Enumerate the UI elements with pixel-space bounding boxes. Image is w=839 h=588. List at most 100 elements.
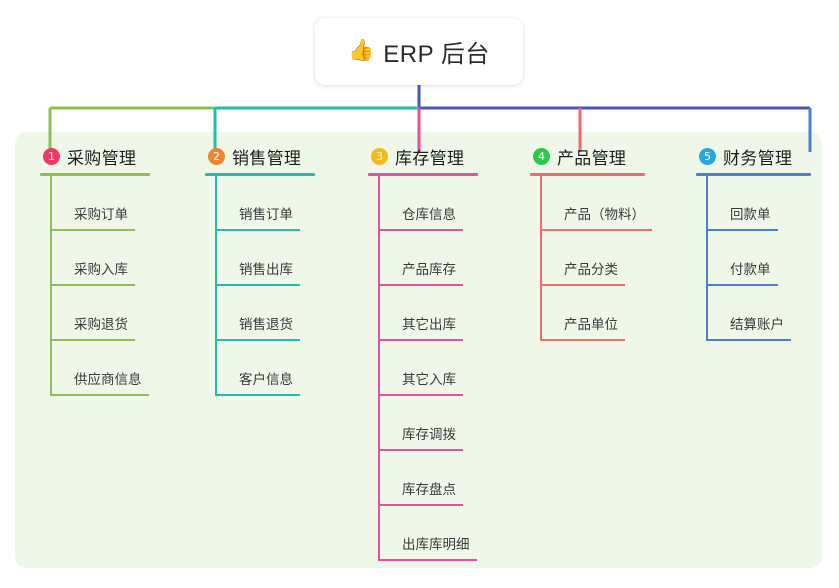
branch-title-1: 采购管理 [67, 148, 137, 168]
branch-header-4[interactable]: 4 产品管理 [530, 145, 645, 168]
leaf-item[interactable]: 销售订单 [205, 176, 315, 231]
leaf-item[interactable]: 仓库信息 [368, 176, 478, 231]
leaf-item-label: 销售退货 [239, 317, 293, 332]
branch-badge-5: 5 [699, 147, 716, 165]
leaf-item-rule [50, 284, 135, 286]
leaf-item[interactable]: 结算账户 [696, 286, 811, 341]
leaf-item[interactable]: 产品库存 [368, 231, 478, 286]
leaf-item-label: 付款单 [730, 262, 771, 277]
leaf-item-label: 供应商信息 [74, 372, 142, 387]
branch-items-1: 采购订单采购入库采购退货供应商信息 [40, 176, 150, 396]
branch-header-1[interactable]: 1 采购管理 [40, 145, 150, 168]
leaf-item-label: 销售出库 [239, 262, 293, 277]
leaf-item-label: 回款单 [730, 207, 771, 222]
branch-items-2: 销售订单销售出库销售退货客户信息 [205, 176, 315, 396]
leaf-item-label: 产品分类 [564, 262, 618, 277]
branch-spine-5 [706, 176, 708, 341]
thumbs-up-icon: 👍 [348, 39, 375, 62]
branch-badge-2: 2 [208, 147, 225, 165]
branch-badge-4: 4 [533, 147, 550, 165]
leaf-item-label: 产品单位 [564, 317, 618, 332]
leaf-item-rule [540, 284, 625, 286]
leaf-item-label: 采购订单 [74, 207, 128, 222]
leaf-item-rule [378, 229, 463, 231]
leaf-item-label: 仓库信息 [402, 207, 456, 222]
leaf-item[interactable]: 库存调拨 [368, 396, 478, 451]
leaf-item-label: 客户信息 [239, 372, 293, 387]
branch-badge-3: 3 [371, 147, 388, 165]
branch-rule-1 [40, 173, 150, 176]
leaf-item-label: 采购退货 [74, 317, 128, 332]
root-node-card[interactable]: 👍 ERP 后台 [315, 18, 523, 85]
branch-header-5[interactable]: 5 财务管理 [696, 145, 811, 168]
leaf-item[interactable]: 采购订单 [40, 176, 150, 231]
leaf-item-rule [50, 229, 135, 231]
leaf-item[interactable]: 采购退货 [40, 286, 150, 341]
leaf-item[interactable]: 销售出库 [205, 231, 315, 286]
branch-spine-4 [540, 176, 542, 341]
leaf-item-rule [706, 284, 778, 286]
root-node-content: 👍 ERP 后台 [348, 34, 490, 69]
leaf-item[interactable]: 采购入库 [40, 231, 150, 286]
leaf-item-rule [378, 504, 463, 506]
branch-title-4: 产品管理 [557, 148, 627, 168]
branch-rule-4 [530, 173, 645, 176]
leaf-item[interactable]: 产品分类 [530, 231, 645, 286]
leaf-item[interactable]: 销售退货 [205, 286, 315, 341]
leaf-item[interactable]: 出库库明细 [368, 506, 478, 561]
leaf-item-rule [706, 339, 791, 341]
branch-title-2: 销售管理 [232, 148, 302, 168]
leaf-item-rule [378, 394, 463, 396]
branch-spine-2 [215, 176, 217, 396]
branch-items-4: 产品（物料） 产品分类产品单位 [530, 176, 652, 341]
leaf-item-rule [378, 449, 463, 451]
leaf-item-label: 产品库存 [402, 262, 456, 277]
leaf-item[interactable]: 付款单 [696, 231, 811, 286]
leaf-item-rule [215, 394, 300, 396]
branch-items-5: 回款单付款单结算账户 [696, 176, 811, 341]
leaf-item-label: 产品（物料） [564, 207, 645, 222]
leaf-item-rule [706, 229, 778, 231]
leaf-item-rule [215, 339, 300, 341]
leaf-item-label: 结算账户 [730, 317, 784, 332]
branch-column-1: 1 采购管理采购订单采购入库采购退货供应商信息 [40, 145, 150, 396]
leaf-item-rule [540, 229, 652, 231]
leaf-item-label: 其它入库 [402, 372, 456, 387]
branch-column-2: 2 销售管理销售订单销售出库销售退货客户信息 [205, 145, 315, 396]
leaf-item[interactable]: 产品（物料） [530, 176, 652, 231]
branch-rule-2 [205, 173, 315, 176]
leaf-item[interactable]: 其它出库 [368, 286, 478, 341]
leaf-item[interactable]: 其它入库 [368, 341, 478, 396]
branch-rule-3 [368, 173, 478, 176]
leaf-item-label: 库存调拨 [402, 427, 456, 442]
branch-column-4: 4 产品管理产品（物料） 产品分类产品单位 [530, 145, 652, 341]
leaf-item-label: 其它出库 [402, 317, 456, 332]
leaf-item-rule [378, 284, 463, 286]
leaf-item-rule [50, 394, 149, 396]
branch-column-5: 5 财务管理回款单付款单结算账户 [696, 145, 811, 341]
branch-badge-1: 1 [43, 147, 60, 165]
branch-header-3[interactable]: 3 库存管理 [368, 145, 478, 168]
leaf-item-label: 库存盘点 [402, 482, 456, 497]
diagram-panel [15, 132, 822, 568]
branch-column-3: 3 库存管理仓库信息产品库存其它出库其它入库库存调拨库存盘点出库库明细 [368, 145, 478, 561]
branch-spine-1 [50, 176, 52, 396]
root-node-label: ERP 后台 [383, 41, 490, 68]
branch-header-2[interactable]: 2 销售管理 [205, 145, 315, 168]
leaf-item[interactable]: 供应商信息 [40, 341, 150, 396]
branch-title-5: 财务管理 [723, 148, 793, 168]
leaf-item-rule [215, 229, 300, 231]
leaf-item[interactable]: 库存盘点 [368, 451, 478, 506]
branch-title-3: 库存管理 [395, 148, 465, 168]
leaf-item-rule [215, 284, 300, 286]
leaf-item-rule [50, 339, 135, 341]
leaf-item-rule [378, 559, 477, 561]
leaf-item-label: 出库库明细 [402, 537, 470, 552]
branch-items-3: 仓库信息产品库存其它出库其它入库库存调拨库存盘点出库库明细 [368, 176, 478, 561]
leaf-item[interactable]: 产品单位 [530, 286, 645, 341]
leaf-item[interactable]: 回款单 [696, 176, 811, 231]
leaf-item-rule [378, 339, 463, 341]
branch-spine-3 [378, 176, 380, 561]
leaf-item[interactable]: 客户信息 [205, 341, 315, 396]
leaf-item-label: 采购入库 [74, 262, 128, 277]
